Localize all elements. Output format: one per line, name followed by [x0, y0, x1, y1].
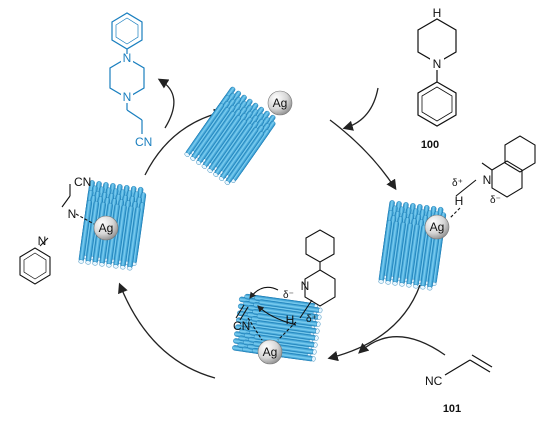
svg-text:Ag: Ag	[263, 345, 278, 359]
transition-state-delta-plus: δ⁺	[306, 314, 317, 325]
compound-101-label: 101	[443, 403, 461, 415]
ag-sphere-right: Ag	[424, 214, 450, 240]
transition-state-h: H	[286, 313, 295, 327]
bound-product-n-right: N	[68, 207, 77, 221]
product-structure	[109, 12, 145, 134]
compound-100-label: 100	[421, 139, 439, 151]
cycle-arrows	[118, 78, 446, 379]
transition-state-cn: CN	[233, 319, 250, 333]
activated-amine-structure	[449, 135, 536, 219]
compound-101-structure	[444, 354, 493, 376]
transition-state-n: N	[301, 279, 310, 293]
arrow-top-right	[329, 119, 397, 191]
compound-101-nc: NC	[425, 374, 443, 388]
product-cn: CN	[135, 135, 152, 149]
compound-100-structure	[417, 18, 457, 127]
product-n-top: N	[123, 51, 132, 65]
svg-text:Ag: Ag	[99, 221, 114, 235]
transition-state-structure	[235, 229, 336, 341]
activated-amine-delta-minus: δ⁻	[490, 195, 501, 206]
bound-product-n-left: N	[38, 234, 47, 248]
ag-sphere-left: Ag	[93, 215, 119, 241]
arrow-acrylonitrile-in	[358, 336, 446, 356]
transition-state-delta-minus: δ⁻	[283, 290, 294, 301]
ag-sphere-top: Ag	[267, 90, 293, 116]
arrow-bottom-left	[118, 282, 216, 379]
ag-sphere-bottom: Ag	[257, 339, 283, 365]
svg-text:Ag: Ag	[273, 96, 288, 110]
activated-amine-h: H	[455, 194, 464, 208]
compound-100-n: N	[433, 57, 442, 71]
compound-100-nh: H	[433, 6, 442, 20]
svg-text:Ag: Ag	[430, 220, 445, 234]
arrow-right-bottom	[327, 284, 421, 362]
catalyst-bundle-top	[184, 86, 276, 185]
bound-product-structure	[19, 184, 95, 285]
product-n-bottom: N	[123, 90, 132, 104]
arrow-product-out	[157, 78, 175, 129]
catalyst-bundle-right	[378, 200, 447, 291]
bound-product-cn: CN	[74, 175, 91, 189]
activated-amine-n: N	[483, 173, 492, 187]
arrow-amine-in	[342, 87, 379, 131]
activated-amine-delta-plus: δ⁺	[452, 178, 463, 189]
